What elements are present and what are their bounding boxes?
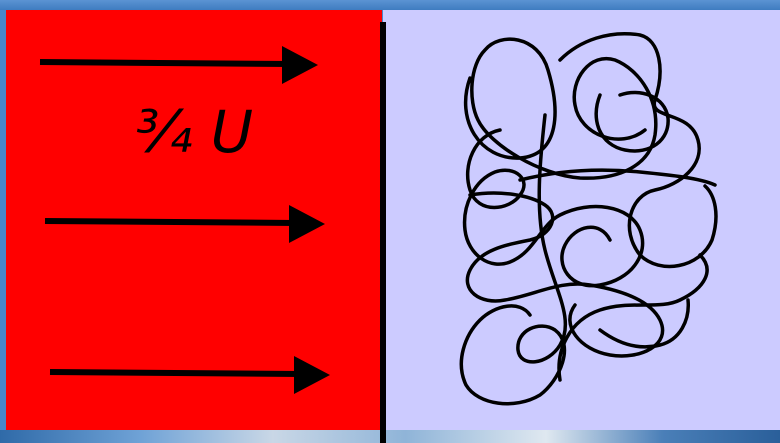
turbulence-scribble-icon <box>461 34 716 404</box>
flow-arrow-icon <box>50 356 330 394</box>
flow-arrow-icon <box>40 46 318 84</box>
flow-arrow-icon <box>45 205 325 243</box>
